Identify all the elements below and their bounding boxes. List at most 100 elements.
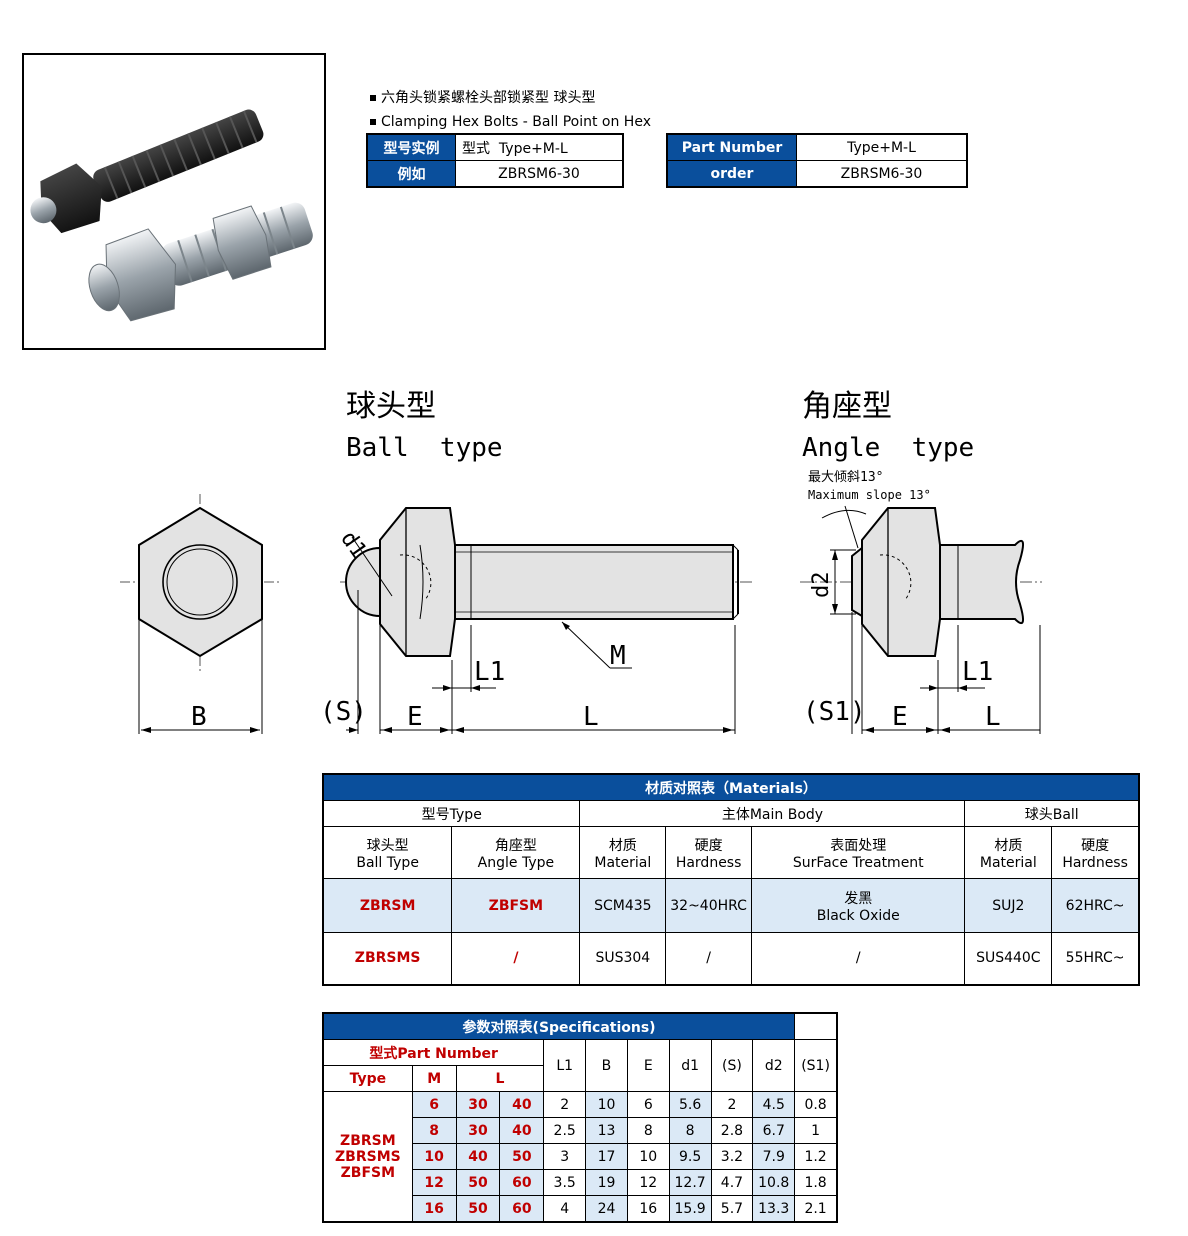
spec-m: 10 — [411, 1143, 457, 1170]
example-cn-value-2: ZBRSM6-30 — [455, 160, 624, 188]
mat-ball-material: SUS440C — [964, 932, 1053, 985]
spec-cell: 13.3 — [752, 1195, 796, 1223]
mat-angle-type: ZBFSM — [451, 878, 581, 933]
bullet-square-icon — [370, 119, 376, 125]
col-ball-material-en: Material — [979, 854, 1037, 871]
spec-cell: 8 — [668, 1117, 712, 1144]
dim-s1: (S1) — [803, 697, 866, 727]
mat-material: SUS304 — [579, 932, 667, 985]
spec-cell: 10.8 — [752, 1169, 796, 1196]
example-table-en: Part Number Type+M-L order ZBRSM6-30 — [666, 133, 968, 188]
spec-m: 8 — [411, 1117, 457, 1144]
spec-m: 12 — [411, 1169, 457, 1196]
spec-l-max: 50 — [499, 1143, 545, 1170]
dim-l-angle: L — [985, 702, 1001, 732]
spec-cell: 15.9 — [668, 1195, 712, 1223]
col-ball-type-cn: 球头型 — [366, 837, 409, 854]
specs-title: 参数对照表(Specifications) — [322, 1012, 796, 1040]
mat-hardness: 32~40HRC — [665, 878, 753, 933]
table-row: 12 50 60 3.5 19 12 12.7 4.7 10.8 1.8 — [323, 1169, 838, 1196]
spec-cell: 2 — [543, 1091, 587, 1118]
col-material-en: Material — [594, 854, 652, 871]
spec-cell: 3.5 — [543, 1169, 587, 1196]
spec-cell: 2 — [710, 1091, 754, 1118]
col-surface-en: SurFace Treatment — [792, 854, 924, 871]
spec-cell: 4.7 — [710, 1169, 754, 1196]
ball-title-en: Ball type — [346, 433, 503, 463]
example-en-value-1: Type+M-L — [796, 133, 968, 161]
col-d1: d1 — [668, 1039, 712, 1092]
example-en-value-2: ZBRSM6-30 — [796, 160, 968, 188]
angle-type-side-view — [800, 505, 1042, 734]
spec-cell: 2.1 — [794, 1195, 838, 1223]
spec-cell: 10 — [626, 1143, 670, 1170]
spec-cell: 6.7 — [752, 1117, 796, 1144]
col-angle-type-en: Angle Type — [477, 854, 555, 871]
spec-cell: 7.9 — [752, 1143, 796, 1170]
materials-table: 材质对照表（Materials） 型号Type 主体Main Body 球头Ba… — [322, 773, 1140, 986]
group-ball: 球头Ball — [964, 800, 1140, 827]
col-l: L — [455, 1065, 545, 1092]
part-number-header: 型式Part Number — [322, 1039, 545, 1066]
col-d2: d2 — [752, 1039, 796, 1092]
col-ball-type-en: Ball Type — [356, 854, 419, 871]
table-row: 16 50 60 4 24 16 15.9 5.7 13.3 2.1 — [323, 1195, 838, 1223]
col-material-cn: 材质 — [608, 837, 637, 854]
bullet-square-icon — [370, 95, 376, 101]
technical-drawing: 球头型 Ball type 角座型 Angle type 最大倾斜13° Max… — [120, 389, 1042, 734]
col-s1: (S1) — [794, 1039, 838, 1092]
spec-l-min: 50 — [455, 1195, 501, 1223]
dim-l1: L1 — [474, 657, 505, 687]
table-row: 8 30 40 2.5 13 8 8 2.8 6.7 1 — [323, 1117, 838, 1144]
spec-cell: 12 — [626, 1169, 670, 1196]
example-en-label-1: Part Number — [666, 133, 797, 161]
title-en: Clamping Hex Bolts - Ball Point on Hex — [370, 114, 651, 130]
spec-cell: 0.8 — [794, 1091, 838, 1118]
group-body: 主体Main Body — [579, 800, 966, 827]
spec-types: ZBRSM ZBRSMS ZBFSM — [322, 1091, 413, 1223]
col-ball-hardness-en: Hardness — [1062, 854, 1128, 871]
mat-ball-type: ZBRSM — [322, 878, 453, 933]
product-photo — [22, 53, 326, 350]
spec-cell: 16 — [626, 1195, 670, 1223]
col-ball-material-cn: 材质 — [994, 837, 1023, 854]
col-s: (S) — [710, 1039, 754, 1092]
dim-s: (S) — [320, 697, 367, 727]
bolt-photo-illustration — [30, 109, 313, 322]
mat-surface: / — [751, 932, 966, 985]
title-cn: 六角头锁紧螺栓头部锁紧型 球头型 — [370, 87, 595, 107]
spec-cell: 4 — [543, 1195, 587, 1223]
example-en-label-2: order — [666, 160, 797, 188]
example-cn-type: Type+M-L — [498, 140, 568, 157]
spec-l-max: 40 — [499, 1091, 545, 1118]
spec-cell: 2.5 — [543, 1117, 587, 1144]
mat-surface-cn: 发黑 — [844, 890, 873, 907]
ball-title-cn: 球头型 — [346, 389, 436, 424]
title-cn-text: 六角头锁紧螺栓头部锁紧型 球头型 — [381, 90, 596, 106]
ball-type-side-view — [340, 507, 755, 734]
spec-cell: 1.8 — [794, 1169, 838, 1196]
spec-cell: 2.8 — [710, 1117, 754, 1144]
col-ball-hardness-cn: 硬度 — [1081, 837, 1110, 854]
spec-cell: 3 — [543, 1143, 587, 1170]
spec-l-min: 30 — [455, 1117, 501, 1144]
mat-ball-material: SUJ2 — [964, 878, 1053, 933]
spec-cell: 6 — [626, 1091, 670, 1118]
example-cn-value-1: 型式 Type+M-L — [455, 133, 624, 161]
group-type: 型号Type — [322, 800, 581, 827]
spec-l-max: 60 — [499, 1195, 545, 1223]
col-angle-type-cn: 角座型 — [494, 837, 537, 854]
dim-l: L — [583, 702, 599, 732]
mat-angle-type: / — [451, 932, 581, 985]
spec-type-1: ZBRSM — [340, 1132, 396, 1149]
spec-l-min: 40 — [455, 1143, 501, 1170]
spec-l-max: 40 — [499, 1117, 545, 1144]
